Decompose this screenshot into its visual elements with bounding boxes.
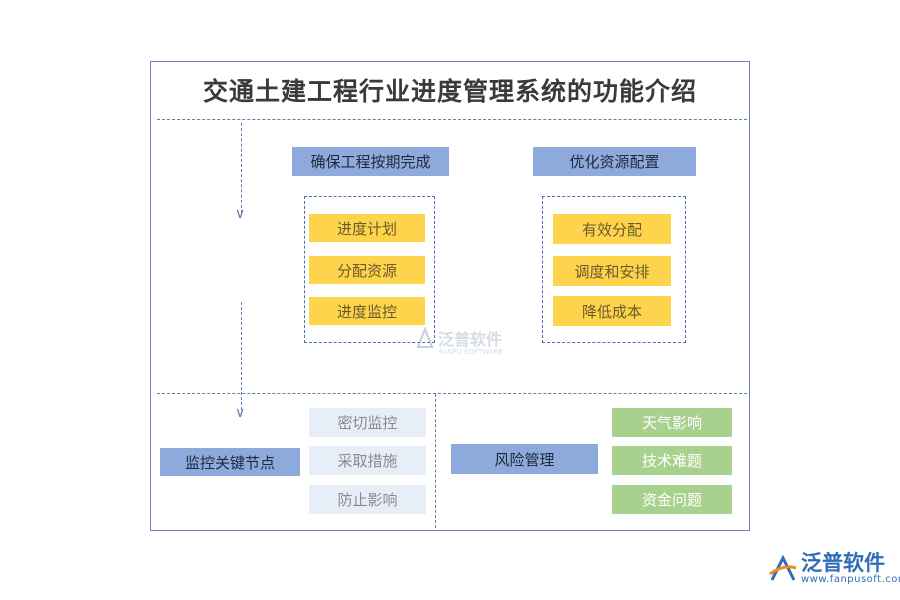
diagram-frame	[150, 61, 750, 531]
brand-logo: 泛普软件 www.fanpusoft.com	[768, 552, 900, 586]
watermark-name: 泛普软件	[438, 330, 503, 349]
watermark-sub: FANPU SOFTWARE	[439, 348, 503, 356]
arrow-down-icon: ∨	[235, 206, 246, 222]
item-close-monitoring: 密切监控	[309, 408, 426, 437]
watermark: 泛普软件 FANPU SOFTWARE	[415, 326, 520, 356]
header-monitor-key-nodes: 监控关键节点	[160, 448, 300, 476]
item-funding-issue: 资金问题	[612, 485, 732, 514]
item-progress-plan: 进度计划	[309, 214, 425, 242]
group-optimize-resources	[542, 196, 686, 343]
item-weather-impact: 天气影响	[612, 408, 732, 437]
watermark-logo-icon	[416, 327, 434, 348]
item-take-measures: 采取措施	[309, 446, 426, 475]
item-allocate-resources: 分配资源	[309, 256, 425, 284]
item-prevent-impact: 防止影响	[309, 485, 426, 514]
header-ensure-schedule: 确保工程按期完成	[292, 147, 449, 176]
logo-name: 泛普软件	[801, 551, 885, 575]
item-technical-difficulty: 技术难题	[612, 446, 732, 475]
header-risk-management: 风险管理	[451, 444, 598, 474]
bottom-vertical-divider	[435, 394, 436, 528]
fanpu-logo-icon	[769, 554, 797, 581]
item-reduce-cost: 降低成本	[553, 296, 671, 326]
item-progress-monitor: 进度监控	[309, 297, 425, 325]
item-scheduling: 调度和安排	[553, 256, 671, 286]
item-effective-allocation: 有效分配	[553, 214, 671, 244]
logo-url: www.fanpusoft.com	[801, 574, 900, 585]
flow-line-2	[241, 302, 242, 410]
diagram-title: 交通土建工程行业进度管理系统的功能介绍	[202, 77, 697, 106]
group-ensure-schedule	[304, 196, 435, 343]
arrow-down-icon: ∨	[235, 405, 246, 421]
middle-divider	[157, 393, 747, 394]
top-divider	[157, 119, 747, 120]
header-optimize-resources: 优化资源配置	[533, 147, 696, 176]
flow-line-1	[241, 123, 242, 213]
